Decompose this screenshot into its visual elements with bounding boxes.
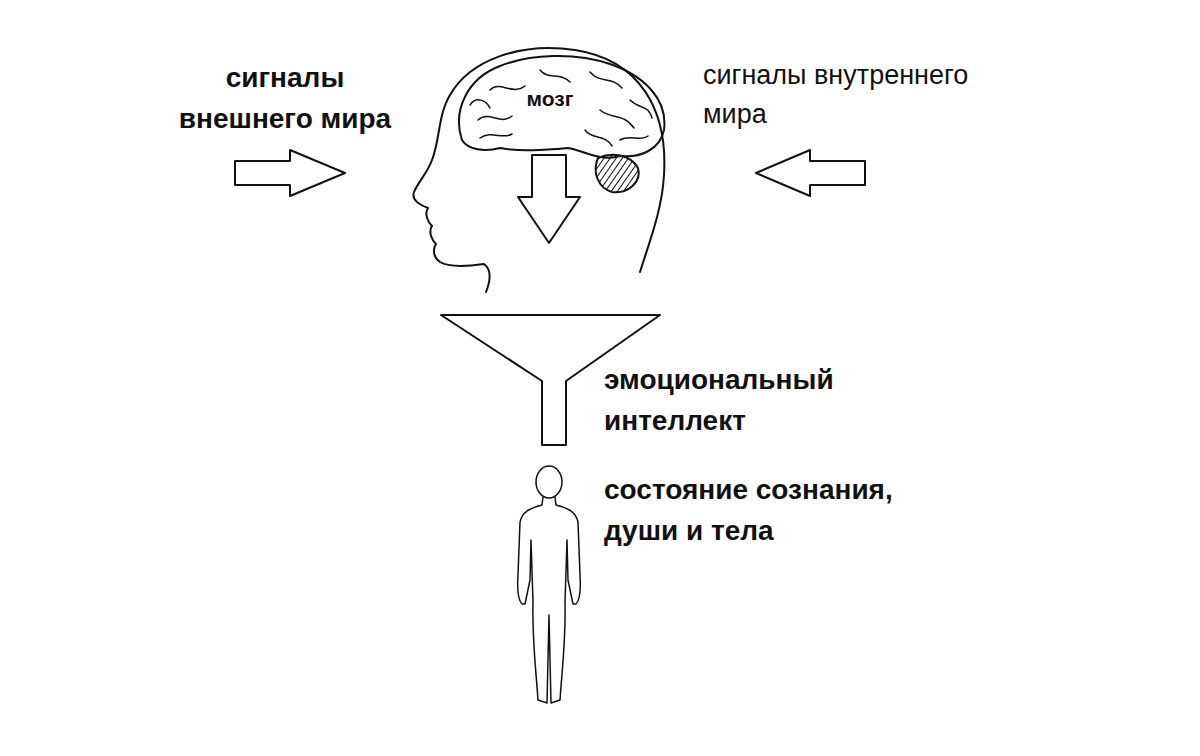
person-figure [518,466,581,703]
head-outline [413,48,664,292]
funnel-label: эмоциональный интеллект [604,360,874,441]
brain-folds [470,70,652,146]
down-arrow [518,155,580,243]
input-label: сигналы внешнего мира [160,58,410,139]
state-label: состояние сознания, души и тела [604,470,944,551]
brain-outline [459,56,664,158]
cerebellum [596,155,639,192]
input-arrow-right [756,150,865,196]
input-label: сигналы внутреннего мира [703,56,1013,134]
input-arrow-left [235,150,345,196]
brain-label: мозг [505,84,595,114]
